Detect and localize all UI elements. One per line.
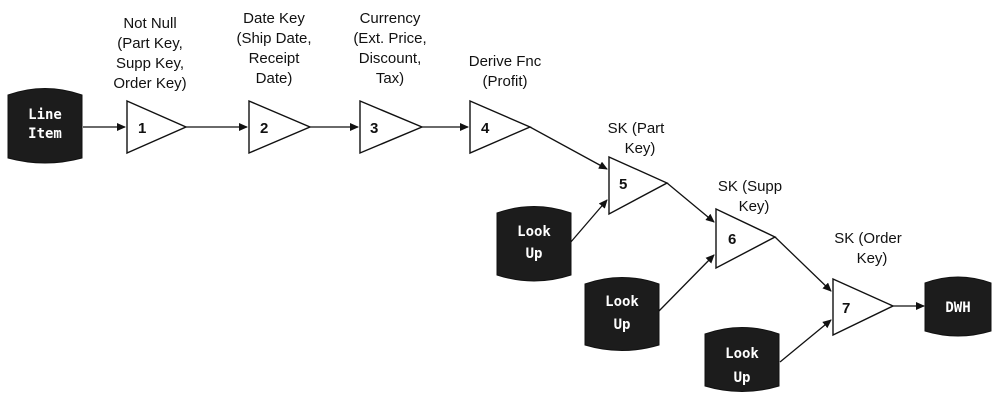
edge-lookup3-to-step7 bbox=[779, 319, 832, 363]
source-line-item-label-2: Item bbox=[28, 126, 62, 142]
step-6-caption-2: Key) bbox=[739, 198, 770, 215]
step-7-caption-1: SK (Order bbox=[834, 230, 902, 247]
edge-step4-to-step5 bbox=[529, 126, 608, 170]
step-1-caption-3: Supp Key, bbox=[116, 55, 184, 72]
step-3-caption-3: Discount, bbox=[359, 50, 422, 67]
step-3-number: 3 bbox=[370, 120, 378, 137]
target-dwh-label: DWH bbox=[945, 300, 970, 316]
step-7: 7 SK (Order Key) bbox=[832, 230, 902, 337]
step-3-caption-4: Tax) bbox=[376, 70, 404, 87]
step-4: 4 Derive Fnc (Profit) bbox=[469, 53, 542, 155]
step-6: 6 SK (Supp Key) bbox=[715, 178, 782, 270]
step-4-number: 4 bbox=[481, 120, 490, 137]
step-2-number: 2 bbox=[260, 120, 268, 137]
step-6-number: 6 bbox=[728, 231, 736, 248]
lookup-2-label-1: Look bbox=[605, 294, 639, 310]
edge-step5-to-step6 bbox=[666, 182, 715, 223]
step-1: 1 Not Null (Part Key, Supp Key, Order Ke… bbox=[113, 15, 188, 155]
lookup-3: Look Up bbox=[704, 327, 780, 392]
edge-step6-to-step7 bbox=[774, 236, 832, 292]
step-2-caption-2: (Ship Date, bbox=[236, 30, 311, 47]
lookup-1: Look Up bbox=[496, 206, 572, 282]
step-5-number: 5 bbox=[619, 176, 627, 193]
step-1-caption-1: Not Null bbox=[123, 15, 176, 32]
step-2-caption-3: Receipt bbox=[249, 50, 301, 67]
source-line-item-label-1: Line bbox=[28, 107, 62, 123]
edge-lookup1-to-step5 bbox=[569, 199, 608, 244]
lookup-1-label-1: Look bbox=[517, 224, 551, 240]
lookup-1-label-2: Up bbox=[526, 246, 543, 262]
step-4-caption-2: (Profit) bbox=[483, 73, 528, 90]
step-4-caption-1: Derive Fnc bbox=[469, 53, 542, 70]
lookup-2: Look Up bbox=[584, 277, 660, 351]
step-5-caption-2: Key) bbox=[625, 140, 656, 157]
step-5-caption-1: SK (Part bbox=[608, 120, 666, 137]
step-6-caption-1: SK (Supp bbox=[718, 178, 782, 195]
step-1-caption-2: (Part Key, bbox=[117, 35, 183, 52]
step-2-caption-1: Date Key bbox=[243, 10, 305, 27]
step-3-caption-2: (Ext. Price, bbox=[353, 30, 426, 47]
step-3: 3 Currency (Ext. Price, Discount, Tax) bbox=[353, 10, 427, 155]
step-1-caption-4: Order Key) bbox=[113, 75, 186, 92]
step-7-number: 7 bbox=[842, 300, 850, 317]
step-1-number: 1 bbox=[138, 120, 146, 137]
step-2: 2 Date Key (Ship Date, Receipt Date) bbox=[236, 10, 312, 155]
step-7-caption-2: Key) bbox=[857, 250, 888, 267]
target-dwh: DWH bbox=[924, 276, 992, 337]
lookup-3-label-1: Look bbox=[725, 346, 759, 362]
step-5: 5 SK (Part Key) bbox=[608, 120, 669, 216]
lookup-3-label-2: Up bbox=[734, 370, 751, 386]
edge-lookup2-to-step6 bbox=[657, 254, 715, 313]
step-3-caption-1: Currency bbox=[360, 10, 421, 27]
source-line-item: Line Item bbox=[7, 88, 83, 164]
edges bbox=[83, 123, 925, 363]
lookup-2-label-2: Up bbox=[614, 317, 631, 333]
step-2-caption-4: Date) bbox=[256, 70, 293, 87]
